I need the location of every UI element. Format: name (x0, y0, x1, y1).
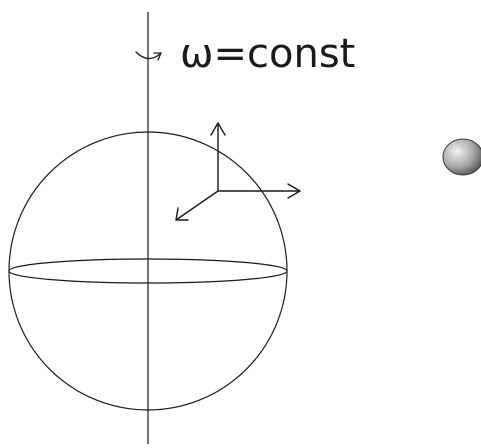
omega-const-label: ω=const (180, 31, 356, 77)
axis-right-arrowhead (287, 183, 301, 199)
axis-up-arrowhead (210, 122, 226, 136)
shaded-ball (442, 138, 481, 176)
rotation-arrow-icon (135, 51, 162, 61)
coordinate-axes (175, 122, 301, 221)
axis-diagonal-arrowhead (175, 207, 189, 221)
axis-diagonal (175, 190, 219, 221)
